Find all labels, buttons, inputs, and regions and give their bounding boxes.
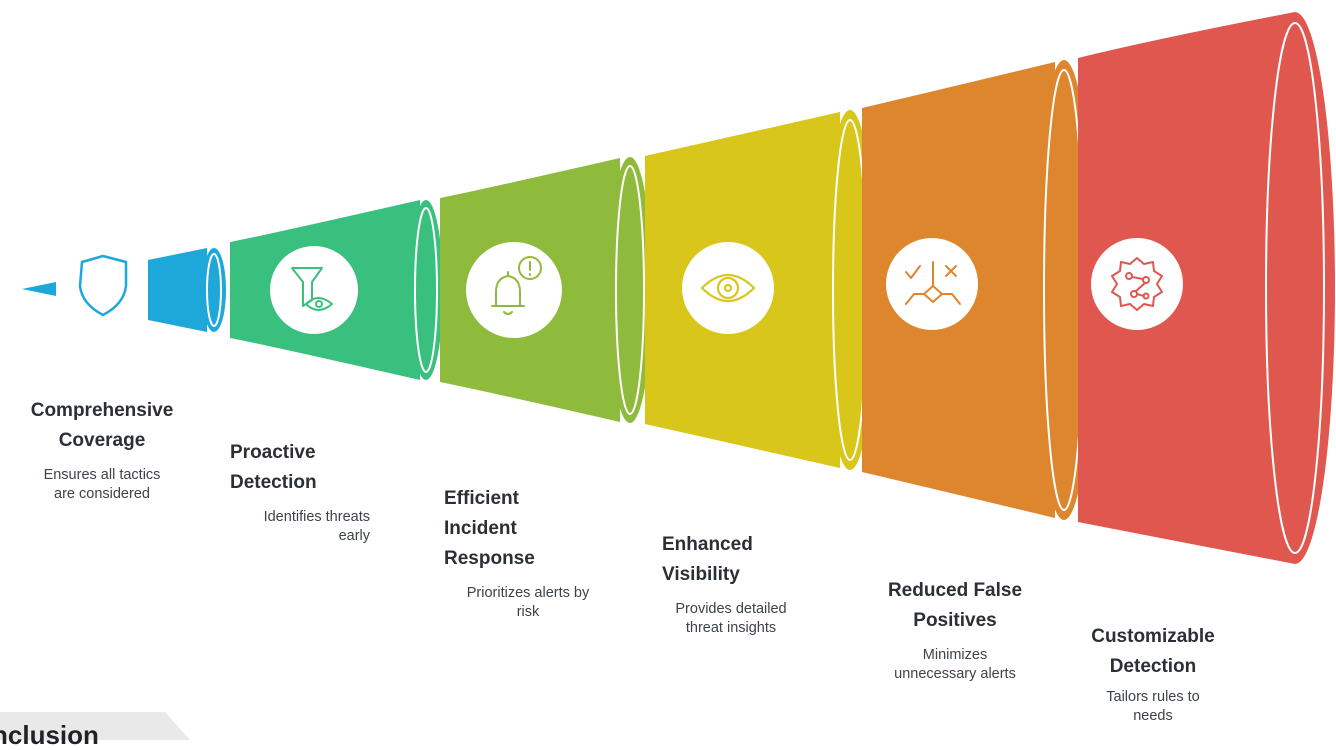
stage-2-segment	[230, 200, 443, 380]
section-tag-label: nclusion	[0, 720, 99, 750]
stage-4-segment	[645, 110, 876, 470]
eye-icon	[700, 274, 756, 302]
decision-check-icon	[905, 261, 961, 305]
funnel-tip	[22, 282, 56, 296]
bell-alert-icon	[491, 256, 542, 315]
stage-5-segment	[862, 60, 1094, 520]
stage-1-segment	[78, 248, 226, 332]
settings-network-icon	[1111, 257, 1163, 311]
filter-eye-icon	[291, 267, 333, 311]
shield-icon	[78, 254, 128, 317]
stage-3-segment	[440, 157, 652, 423]
stage-6-segment	[1078, 12, 1335, 564]
section-tag-shape	[0, 712, 190, 740]
